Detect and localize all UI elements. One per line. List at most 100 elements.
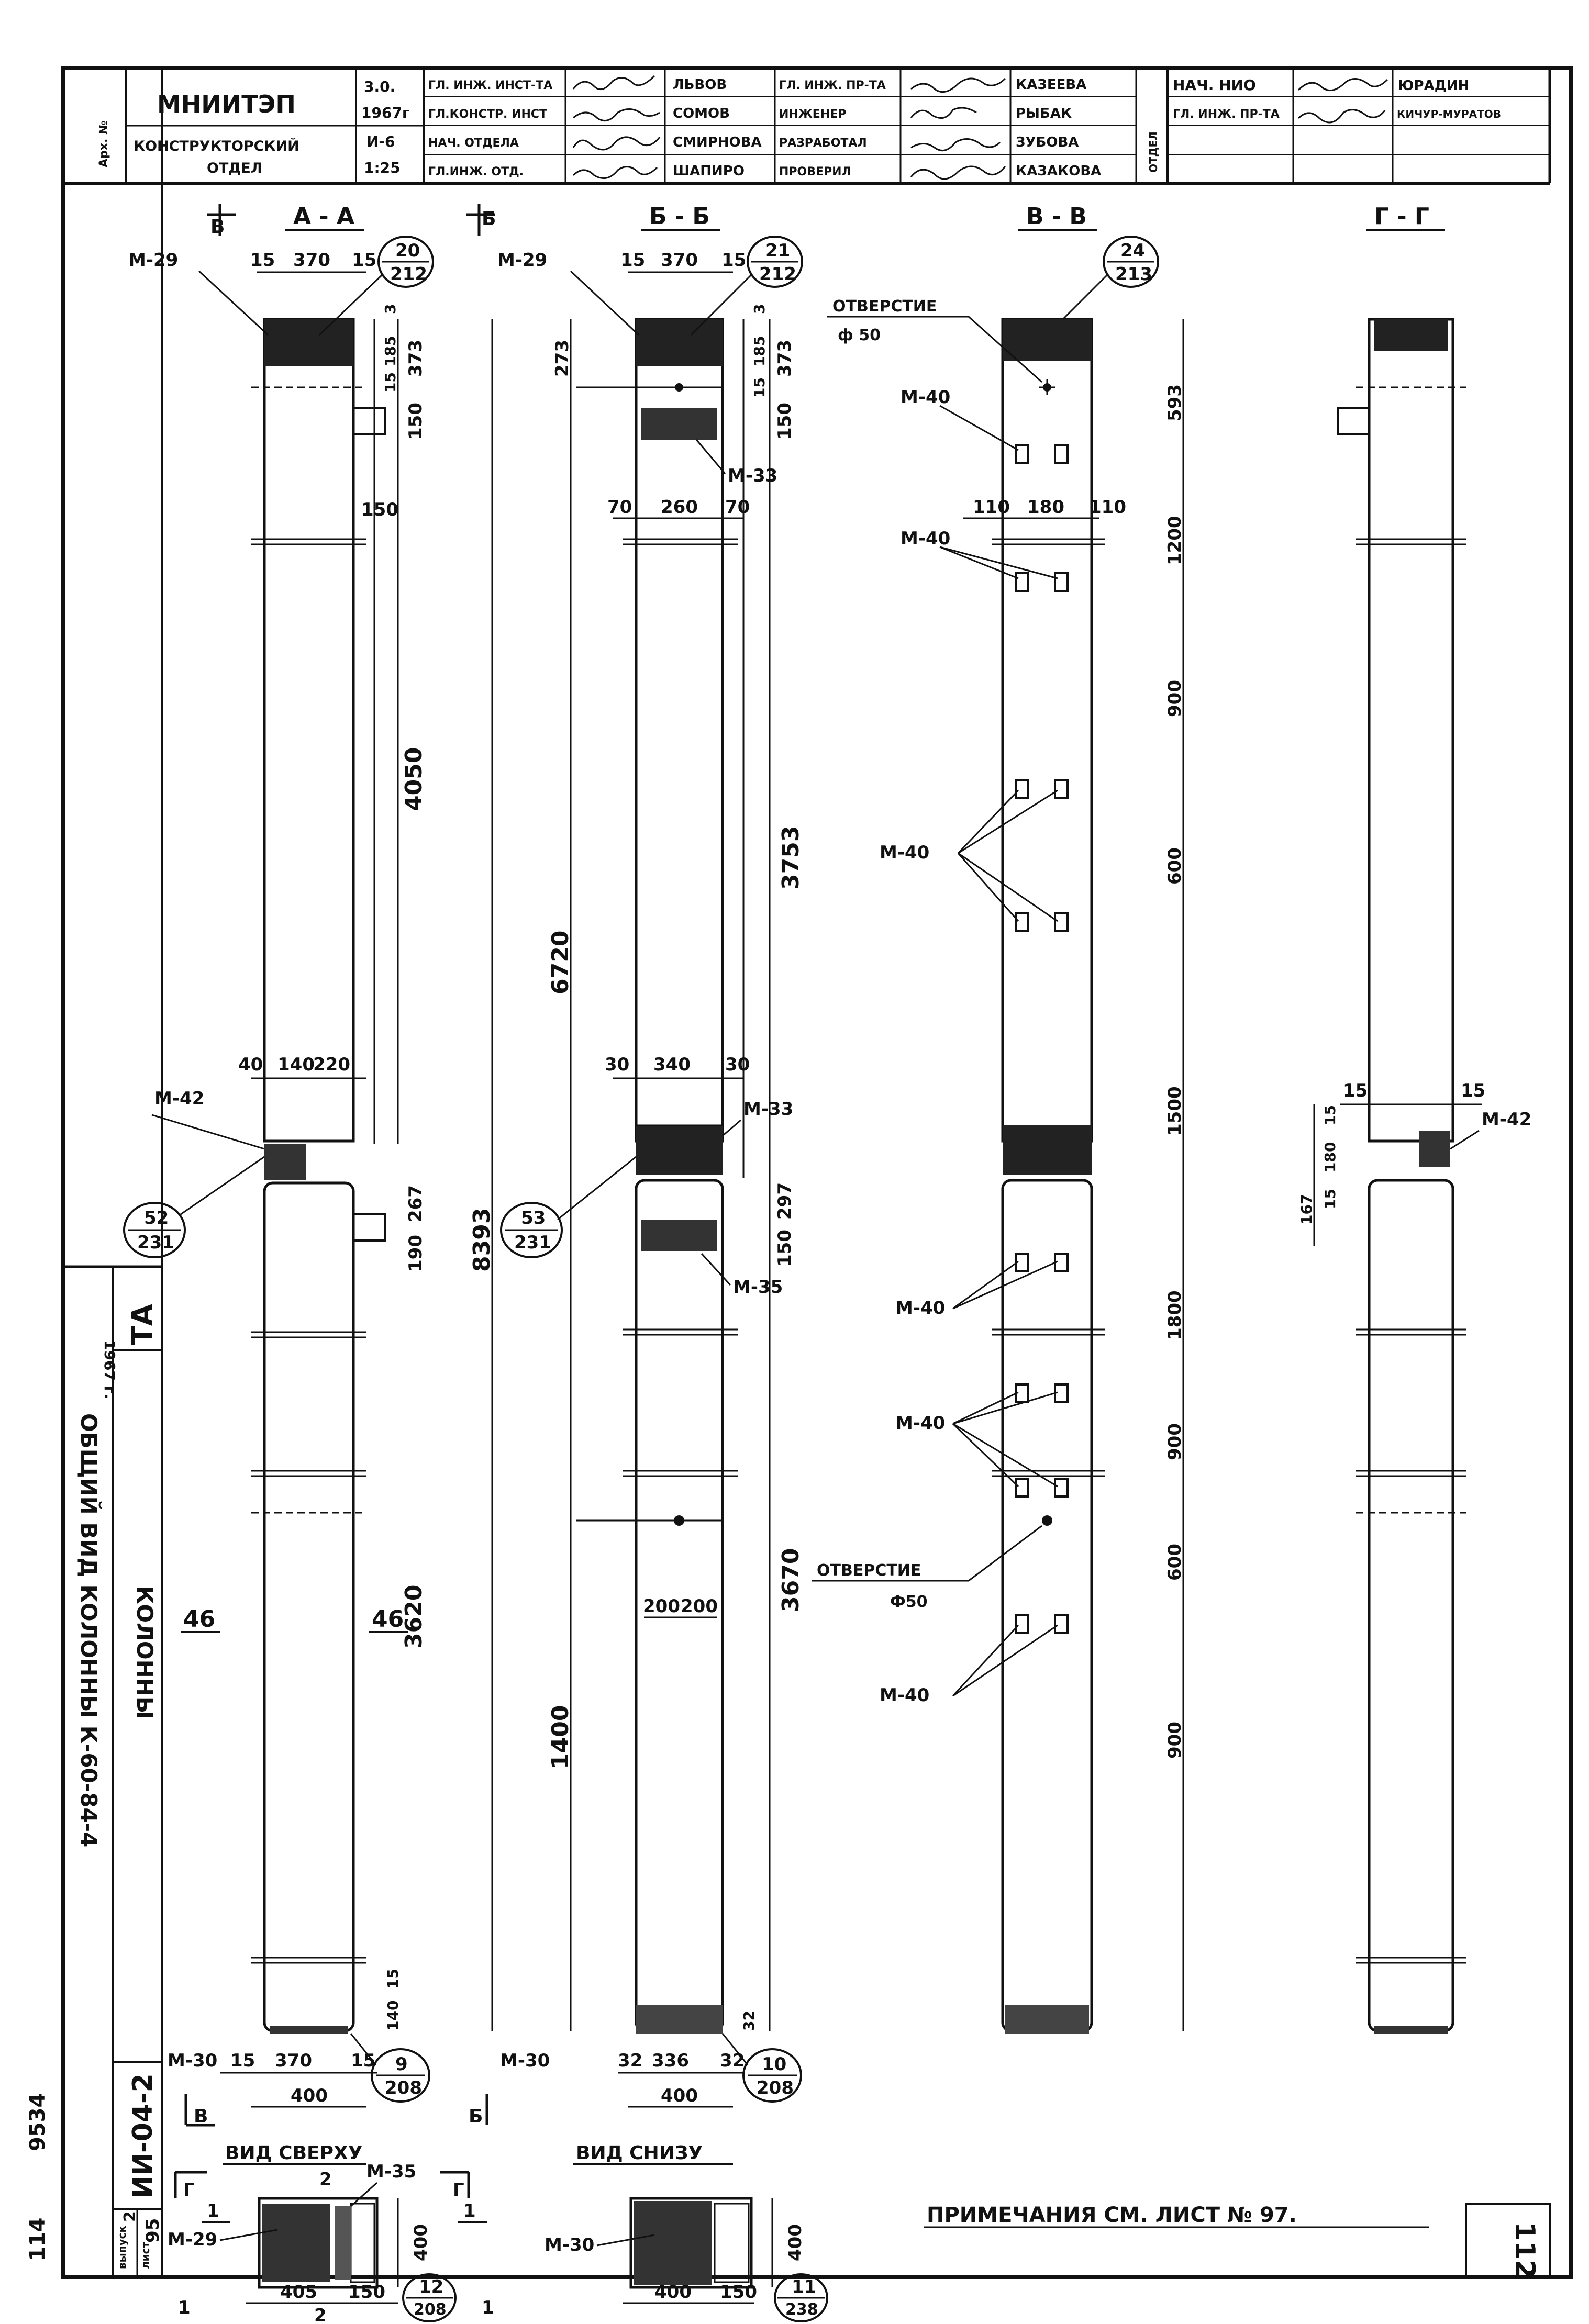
- gg-column-top: [1368, 318, 1454, 1143]
- aa-callout-20-bottom: 212: [390, 264, 427, 285]
- gg-dim-15c: 15: [1321, 1105, 1339, 1125]
- vv-mark-m40-2: М-40: [901, 528, 950, 549]
- bb-callout-10-top: 10: [762, 2054, 786, 2075]
- bb-dim-3670: 3670: [777, 1548, 804, 1612]
- bb-dim-30b: 30: [725, 1054, 750, 1075]
- vv-mark-m40-6: М-40: [880, 1685, 929, 1706]
- cut-mark-b-top: Б: [482, 208, 496, 230]
- bb-mark-m35: М-35: [733, 1277, 783, 1298]
- tb-vertical-label: ОТДЕЛ: [1147, 131, 1160, 173]
- view-from-below: ВИД СНИЗУ М-30 400 400 150 11 238: [545, 2142, 828, 2322]
- bb-dim-370: 370: [661, 250, 698, 271]
- aa-dim-15d: 15: [384, 1969, 402, 1989]
- aa-callout-20-top: 20: [395, 240, 420, 261]
- bb-mark-m29: М-29: [497, 250, 547, 271]
- vv-callout-24: [1103, 236, 1159, 288]
- bb-callout-53-top: 53: [521, 1208, 546, 1228]
- view-top-dim-400v: 400: [410, 2224, 431, 2261]
- aa-corbel-lower: [353, 1213, 386, 1242]
- stamp-ta: ТА: [126, 1304, 159, 1345]
- vv-opening-phi-top: ф 50: [838, 326, 881, 344]
- aa-corbel-upper: [353, 407, 386, 435]
- bb-dim-336: 336: [652, 2050, 689, 2071]
- aa-dim-15e: 15: [230, 2050, 255, 2071]
- note-text: ПРИМЕЧАНИЯ СМ. ЛИСТ № 97.: [927, 2203, 1297, 2227]
- tb-role-1: ГЛ. ИНЖ. ИНСТ-ТА: [428, 79, 552, 92]
- view-bottom-callout-11: [774, 2273, 828, 2322]
- view-bottom-outline: [629, 2197, 753, 2289]
- vv-column-bottom: [1001, 1179, 1093, 2032]
- margin-extra-number: 114: [26, 2218, 50, 2262]
- bb-dim-70b: 70: [725, 497, 750, 518]
- stamp-series: ИИ-04-2: [127, 2073, 159, 2198]
- bb-dim-32b: 32: [720, 2050, 745, 2071]
- vv-opening-phi-bottom: Ф50: [890, 1593, 928, 1611]
- aa-callout-9-top: 9: [395, 2054, 408, 2075]
- tb2-role-2: ИНЖЕНЕР: [779, 108, 846, 121]
- aa-dim-15b: 15: [352, 250, 376, 271]
- bb-dim-150b: 150: [774, 1230, 795, 1267]
- gg-top-cap: [1374, 319, 1448, 351]
- vv-opening-label-bottom: ОТВЕРСТИЕ: [817, 1561, 921, 1580]
- aa-dim-3620: 3620: [401, 1585, 427, 1649]
- stamp-title2: КОЛОННЫ: [132, 1586, 158, 1719]
- tb3-name-2: КИЧУР-МУРАТОВ: [1397, 108, 1501, 120]
- institute-name: МНИИТЭП: [157, 90, 296, 118]
- section-aa-title: А - А: [293, 203, 354, 230]
- view-top-callout-12: [402, 2273, 457, 2322]
- inner-frame: [161, 67, 1572, 2278]
- view-bottom-dim-400v: 400: [785, 2224, 806, 2261]
- tb2-name-3: ЗУБОВА: [1016, 135, 1079, 150]
- bb-dim-15b: 15: [721, 250, 746, 271]
- bb-callout-53: [500, 1202, 563, 1258]
- page-number: 112: [1509, 2222, 1540, 2279]
- view-top-m29: М-29: [168, 2229, 217, 2250]
- margin-archive-number: 9534: [26, 2093, 50, 2151]
- view-top-title: ВИД СВЕРХУ: [225, 2142, 363, 2164]
- aa-dim-140: 140: [384, 2001, 402, 2031]
- aa-mark-m30: М-30: [168, 2050, 217, 2071]
- aa-dim-150b: 150: [361, 499, 398, 520]
- cut-mark-v-top: В: [210, 216, 225, 238]
- section-bb: Б - Б М-29 15 370 15 21 212 273 6720: [497, 203, 804, 2108]
- vv-top-cap: [1003, 319, 1092, 361]
- aa-dim-370: 370: [293, 250, 330, 271]
- aa-callout-52-bottom: 231: [137, 1232, 174, 1253]
- bb-dim-32c: 32: [740, 2010, 758, 2031]
- vv-joint-plate: [1003, 1125, 1092, 1175]
- vv-mark-m40-3: М-40: [880, 842, 929, 863]
- department-line2: ОТДЕЛ: [207, 160, 262, 176]
- scale: 1:25: [364, 159, 401, 176]
- gg-bottom-plate: [1374, 2026, 1448, 2034]
- vv-mark-m40-4: М-40: [895, 1298, 945, 1319]
- aa-dim-185: 185: [382, 336, 399, 366]
- tb-name-4: ШАПИРО: [673, 163, 745, 179]
- tb-name-3: СМИРНОВА: [673, 135, 762, 150]
- bb-callout-10: [742, 2048, 802, 2103]
- view-bottom-callout-11-top: 11: [792, 2276, 816, 2297]
- stamp-sheet: 95: [142, 2218, 163, 2243]
- section-vv-title: В - В: [1026, 203, 1087, 230]
- bb-dim-185: 185: [751, 336, 768, 366]
- aa-dim-400: 400: [291, 2085, 328, 2106]
- view-top-one-right: 1: [463, 2200, 476, 2221]
- page-number-box: [1465, 2203, 1551, 2278]
- view-top-one-br: 1: [482, 2297, 494, 2318]
- view-bottom-callout-11-bottom: 238: [785, 2300, 818, 2319]
- vv-bottom-plate: [1005, 2005, 1089, 2034]
- bb-dim-30a: 30: [605, 1054, 629, 1075]
- vv-dim-900a: 900: [1164, 680, 1185, 717]
- bb-dim-70a: 70: [607, 497, 632, 518]
- tb3-name-1: ЮРАДИН: [1398, 78, 1469, 94]
- view-top-outline: [258, 2197, 379, 2289]
- view-bottom-title: ВИД СНИЗУ: [576, 2142, 703, 2164]
- bb-mark-m33a: М-33: [728, 465, 777, 486]
- department-line1: КОНСТРУКТОРСКИЙ: [134, 138, 299, 154]
- bb-dim-6720: 6720: [547, 931, 574, 995]
- view-from-above: ВИД СВЕРХУ Г Г 2 М-35 М-29 1 1 400 405 1…: [168, 2142, 494, 2324]
- aa-dim-15a: 15: [250, 250, 275, 271]
- bb-mark-m33b: М-33: [743, 1099, 793, 1120]
- bb-dim-260: 260: [661, 497, 698, 518]
- view-bottom-dim-150: 150: [720, 2282, 757, 2303]
